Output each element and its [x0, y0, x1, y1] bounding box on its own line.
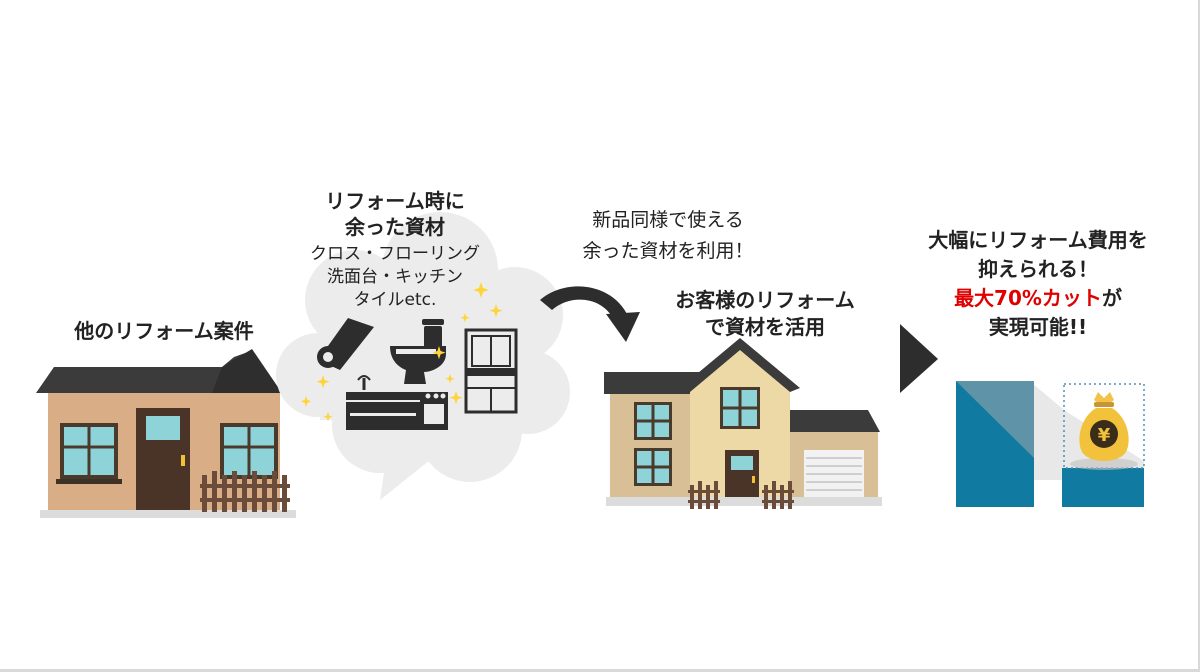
frame-bottom-border	[0, 669, 1200, 672]
sparkle-icon	[300, 282, 503, 422]
result-line3: 最大70%カットが	[888, 284, 1188, 313]
money-bag-icon: ¥	[1070, 392, 1138, 470]
cost-comparison-bars	[956, 381, 1145, 507]
result-line4: 実現可能!!	[988, 315, 1088, 339]
money-bag-symbol: ¥	[1098, 425, 1111, 446]
customer-line1: お客様のリフォーム	[675, 288, 855, 312]
customer-house-illustration	[604, 338, 882, 509]
play-arrow-icon	[900, 324, 938, 393]
result-highlight-red: 最大70%カット	[954, 286, 1102, 310]
result-line1: 大幅にリフォーム費用を	[928, 228, 1148, 252]
other-house-illustration	[36, 349, 296, 518]
kitchen-icon	[346, 375, 448, 430]
leftover-title-line2: 余った資材	[345, 215, 445, 239]
wallpaper-roll-icon	[317, 318, 374, 370]
toilet-icon	[390, 319, 446, 384]
other-project-label: 他のリフォーム案件	[74, 319, 254, 343]
customer-line2: で資材を活用	[705, 315, 825, 339]
vanity-icon	[464, 328, 518, 414]
leftover-materials-title: リフォーム時に 余った資材	[290, 188, 500, 240]
leftover-materials-items: クロス・フローリング 洗面台・キッチン タイルetc.	[290, 243, 500, 312]
leftover-items-line3: タイルetc.	[353, 290, 437, 310]
leftover-items-line1: クロス・フローリング	[310, 244, 480, 264]
result-line2: 抑えられる！	[978, 257, 1098, 281]
result-line3-tail: が	[1101, 286, 1122, 310]
curved-arrow-icon	[540, 286, 640, 342]
leftover-title-line1: リフォーム時に	[325, 189, 465, 213]
reuse-caption: 新品同様で使える 余った資材を利用！	[548, 205, 788, 267]
leftover-items-line2: 洗面台・キッチン	[327, 267, 463, 287]
customer-reform-caption: お客様のリフォーム で資材を活用	[640, 287, 890, 341]
reuse-line2: 余った資材を利用！	[582, 240, 754, 262]
frame-right-border	[1198, 0, 1200, 672]
reuse-line1: 新品同様で使える	[592, 209, 744, 231]
result-caption: 大幅にリフォーム費用を 抑えられる！ 最大70%カットが 実現可能!!	[888, 226, 1188, 342]
